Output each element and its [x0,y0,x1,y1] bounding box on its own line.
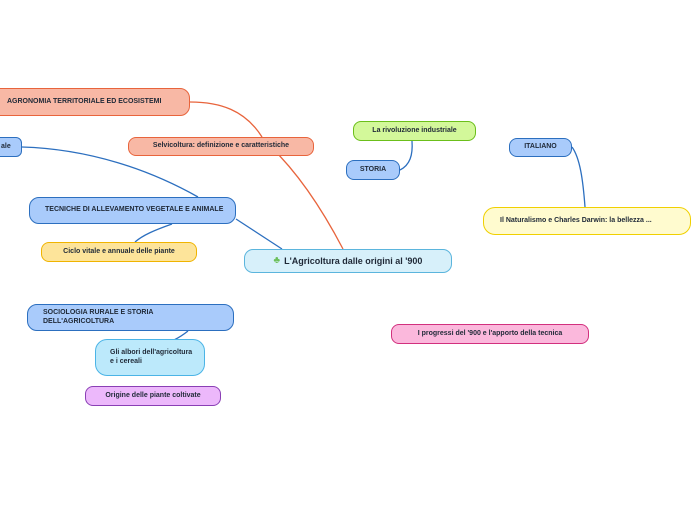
node-agronomia[interactable]: AGRONOMIA TERRITORIALE ED ECOSISTEMI [0,88,190,116]
node-rivoluzione[interactable]: La rivoluzione industriale [353,121,476,141]
node-italiano[interactable]: ITALIANO [509,138,572,157]
node-storia-label: STORIA [359,165,387,173]
link-italiano-naturalismo [571,146,586,208]
node-naturalismo[interactable]: Il Naturalismo e Charles Darwin: la bell… [483,207,691,235]
central-topic-label: L'Agricoltura dalle origini al '900 [284,255,423,266]
node-tecniche-label: TECNICHE DI ALLEVAMENTO VEGETALE E ANIMA… [45,206,224,214]
node-progressi[interactable]: I progressi del '900 e l'apporto della t… [391,324,589,344]
node-albori-label: Gli albori dell'agricoltura e i cereali [110,349,193,365]
node-ciclo-label: Ciclo vitale e annuale delle piante [63,247,175,255]
node-tecniche[interactable]: TECNICHE DI ALLEVAMENTO VEGETALE E ANIMA… [29,197,236,224]
link-selvicoltura-agronomia [189,101,263,138]
node-ciclo[interactable]: Ciclo vitale e annuale delle piante [41,242,197,262]
link-center-selvicoltura [269,145,344,250]
link-center-tecniche [235,218,283,250]
link-storia-rivoluzione [399,140,413,171]
node-ale[interactable]: ale [0,137,22,157]
node-origine[interactable]: Origine delle piante coltivate [85,386,221,406]
node-progressi-label: I progressi del '900 e l'apporto della t… [417,329,563,337]
node-rivoluzione-label: La rivoluzione industriale [372,126,457,134]
node-origine-label: Origine delle piante coltivate [105,391,201,399]
node-naturalismo-label: Il Naturalismo e Charles Darwin: la bell… [500,216,652,224]
node-sociologia-label: SOCIOLOGIA RURALE E STORIA DELL'AGRICOLT… [43,309,154,325]
link-tecniche-ale [21,146,199,198]
node-sociologia[interactable]: SOCIOLOGIA RURALE E STORIA DELL'AGRICOLT… [27,304,234,331]
node-selvicoltura-label: Selvicoltura: definizione e caratteristi… [152,142,290,150]
clover-icon: ♣ [273,255,281,266]
central-topic[interactable]: ♣ L'Agricoltura dalle origini al '900 [244,249,452,273]
node-agronomia-label: AGRONOMIA TERRITORIALE ED ECOSISTEMI [7,97,162,105]
node-ale-label: ale [1,142,11,150]
node-selvicoltura[interactable]: Selvicoltura: definizione e caratteristi… [128,137,314,156]
link-tecniche-ciclo [134,223,173,243]
node-italiano-label: ITALIANO [524,143,557,151]
node-storia[interactable]: STORIA [346,160,400,180]
node-albori[interactable]: Gli albori dell'agricoltura e i cereali [95,339,205,376]
